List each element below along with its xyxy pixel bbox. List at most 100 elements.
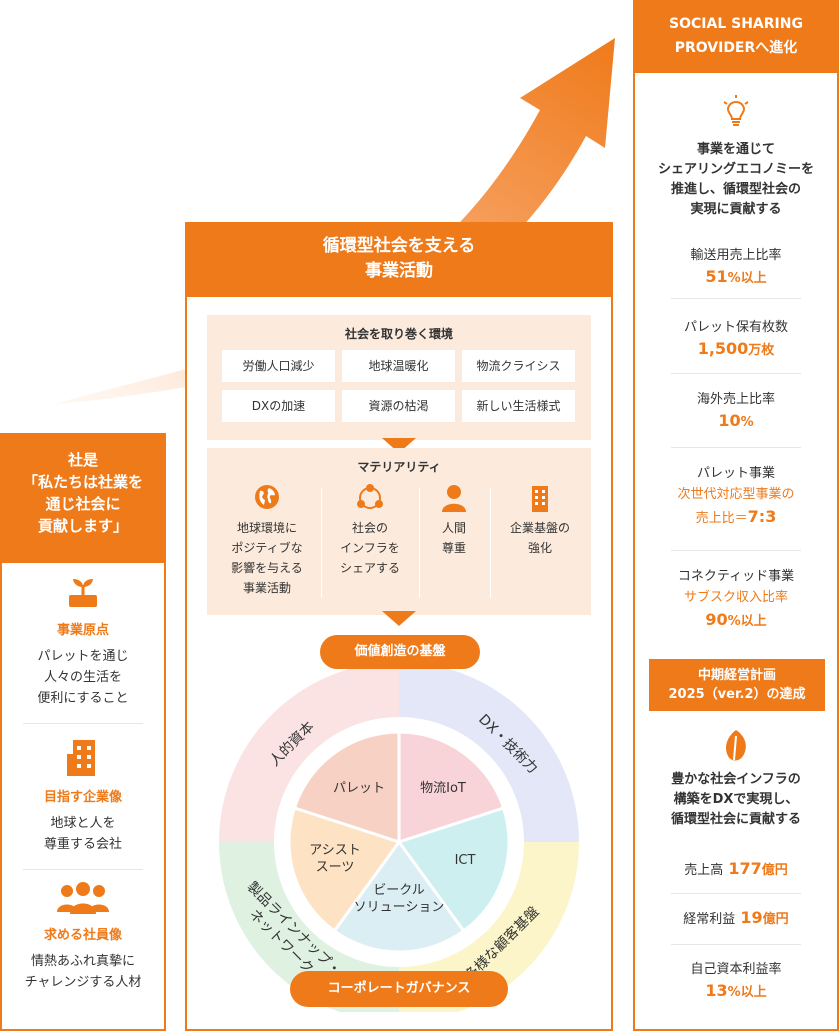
down-arrow-icon bbox=[382, 611, 416, 626]
kpi-value: 51 bbox=[705, 267, 728, 286]
person-icon bbox=[442, 485, 466, 512]
kpi-value: 177 bbox=[728, 859, 762, 878]
kpi-value: 1,500 bbox=[697, 339, 749, 358]
business-activity-title: 循環型社会を支える 事業活動 bbox=[187, 222, 611, 297]
kpi-unit: %以上 bbox=[727, 614, 767, 629]
materiality-text: 人間 尊重 bbox=[441, 521, 466, 555]
materiality-text: 企業基盤の 強化 bbox=[509, 521, 570, 555]
kpi-unit: 万枚 bbox=[748, 343, 775, 358]
sprout-icon bbox=[69, 579, 97, 607]
kpi-value: 7:3 bbox=[747, 507, 777, 526]
kpi-net-sales: 売上高 177億円 bbox=[653, 858, 819, 882]
materiality-text: 社会の インフラを シェアする bbox=[339, 521, 400, 575]
divider bbox=[490, 488, 491, 598]
divider bbox=[23, 723, 143, 724]
kpi-label: 海外売上比率 bbox=[696, 392, 775, 407]
ideal-company-block: 目指す企業像 地球と人を 尊重する会社 bbox=[2, 724, 164, 870]
motto-title: 社是 「私たちは社業を 通じ社会に 貢献します」 bbox=[2, 433, 164, 563]
social-sharing-statement: 事業を通じて シェアリングエコノミーを 推進し、循環型社会の 実現に貢献する bbox=[657, 142, 814, 217]
materiality-item: 社会の インフラを シェアする bbox=[323, 484, 417, 578]
kpi-label: パレット事業 bbox=[696, 466, 775, 481]
kpi-transport-ratio: 輸送用売上比率 51%以上 bbox=[653, 246, 819, 290]
ideal-company-text: 地球と人を 尊重する会社 bbox=[43, 816, 122, 852]
kpi-sub: サブスク収入比率 bbox=[683, 590, 788, 605]
mid-term-plan-banner: 中期経営計画 2025（ver.2）の達成 bbox=[649, 659, 825, 711]
kpi-connected-business: コネクティッド事業 サブスク収入比率 90%以上 bbox=[653, 567, 819, 633]
social-sharing-title: SOCIAL SHARING PROVIDERへ進化 bbox=[635, 0, 837, 73]
materiality-item: 企業基盤の 強化 bbox=[493, 484, 587, 558]
materiality-text: 地球環境に ポジティブな 影響を与える 事業活動 bbox=[231, 521, 303, 595]
lightbulb-icon bbox=[723, 95, 749, 126]
kpi-label: パレット保有枚数 bbox=[683, 320, 788, 335]
pie-label: パレット bbox=[333, 781, 385, 796]
share-network-icon bbox=[357, 484, 383, 509]
kpi-label: コネクティッド事業 bbox=[677, 569, 795, 584]
business-origin-text: パレットを通じ 人々の生活を 便利にすること bbox=[37, 649, 129, 706]
materiality-item: 人間 尊重 bbox=[421, 484, 487, 558]
divider bbox=[671, 550, 801, 551]
plan-statement: 豊かな社会インフラの 構築をDXで実現し、 循環型社会に貢献する bbox=[670, 772, 801, 827]
governance-pill: コーポレートガバナンス bbox=[290, 971, 508, 1007]
environment-item: 新しい生活様式 bbox=[462, 390, 575, 422]
kpi-pallet-business: パレット事業 次世代対応型事業の 売上比＝7:3 bbox=[653, 464, 819, 530]
pie-label: ICT bbox=[455, 853, 476, 868]
kpi-ordinary-profit: 経常利益 19億円 bbox=[653, 907, 819, 931]
kpi-value: 90 bbox=[705, 610, 728, 629]
kpi-label: 売上高 bbox=[684, 863, 724, 878]
environment-title: 社会を取り巻く環境 bbox=[344, 327, 453, 341]
globe-icon bbox=[255, 485, 279, 509]
environment-item: 地球温暖化 bbox=[342, 350, 455, 382]
environment-item: 物流クライシス bbox=[462, 350, 575, 382]
kpi-pallet-count: パレット保有枚数 1,500万枚 bbox=[653, 318, 819, 362]
office-building-icon bbox=[532, 486, 548, 512]
leaf-icon bbox=[725, 730, 746, 761]
divider bbox=[23, 869, 143, 870]
ideal-company-title: 目指す企業像 bbox=[43, 790, 122, 805]
company-motto-panel: 社是 「私たちは社業を 通じ社会に 貢献します」 事業原点 パレットを通じ 人々… bbox=[0, 433, 166, 1031]
pie-slice-vehicle bbox=[332, 839, 466, 954]
pie-label: 物流IoT bbox=[420, 781, 466, 796]
pie-slice-pallet bbox=[292, 730, 401, 845]
environment-item: DXの加速 bbox=[222, 390, 335, 422]
divider bbox=[671, 298, 801, 299]
kpi-value: 13 bbox=[705, 981, 728, 1000]
kpi-roe: 自己資本利益率 13%以上 bbox=[653, 960, 819, 1004]
business-activity-panel: 循環型社会を支える 事業活動 社会を取り巻く環境 労働人口減少 地球温暖化 物流… bbox=[185, 222, 613, 1031]
ideal-employee-title: 求める社員像 bbox=[43, 928, 122, 943]
materiality-item: 地球環境に ポジティブな 影響を与える 事業活動 bbox=[213, 484, 321, 598]
kpi-unit: %以上 bbox=[727, 985, 767, 1000]
pie-slice-assist-suit bbox=[287, 806, 402, 934]
environment-item: 資源の枯渇 bbox=[342, 390, 455, 422]
value-foundation-diagram: パレット 物流IoT ICT ビークルソリューション アシストスーツ 人的資本 … bbox=[219, 662, 579, 1012]
divider bbox=[671, 893, 801, 894]
kpi-overseas-ratio: 海外売上比率 10% bbox=[653, 390, 819, 434]
kpi-unit: 億円 bbox=[762, 912, 789, 927]
kpi-label: 自己資本利益率 bbox=[690, 962, 782, 977]
materiality-box: マテリアリティ 地球環境に ポジティブな 影響を与える 事業活動 社会の インフ… bbox=[207, 448, 591, 615]
business-origin-title: 事業原点 bbox=[56, 623, 109, 638]
kpi-value: 10 bbox=[718, 411, 741, 430]
divider bbox=[321, 488, 322, 598]
environment-item: 労働人口減少 bbox=[222, 350, 335, 382]
kpi-label: 輸送用売上比率 bbox=[690, 248, 782, 263]
materiality-title: マテリアリティ bbox=[357, 460, 441, 474]
business-origin-block: 事業原点 パレットを通じ 人々の生活を 便利にすること bbox=[2, 563, 164, 724]
value-foundation-pill: 価値創造の基盤 bbox=[320, 635, 480, 669]
kpi-sub: 次世代対応型事業の 売上比＝7:3 bbox=[677, 487, 795, 526]
ideal-employee-text: 情熱あふれ真摯に チャレンジする人材 bbox=[24, 954, 142, 990]
kpi-unit: %以上 bbox=[727, 271, 767, 286]
divider bbox=[671, 944, 801, 945]
kpi-unit: 億円 bbox=[761, 863, 788, 878]
ideal-employee-block: 求める社員像 情熱あふれ真摯に チャレンジする人材 bbox=[2, 870, 164, 993]
pie-slice-logistics-iot bbox=[397, 730, 506, 845]
divider bbox=[671, 373, 801, 374]
pie-label: ビークルソリューション bbox=[354, 883, 445, 915]
people-group-icon bbox=[57, 882, 109, 914]
environment-box: 社会を取り巻く環境 労働人口減少 地球温暖化 物流クライシス DXの加速 資源の… bbox=[207, 315, 591, 440]
building-icon bbox=[67, 740, 95, 776]
pie-label: アシストスーツ bbox=[309, 843, 360, 875]
kpi-label: 経常利益 bbox=[683, 912, 736, 927]
kpi-unit: % bbox=[740, 415, 754, 430]
kpi-value: 19 bbox=[740, 908, 763, 927]
divider bbox=[671, 447, 801, 448]
